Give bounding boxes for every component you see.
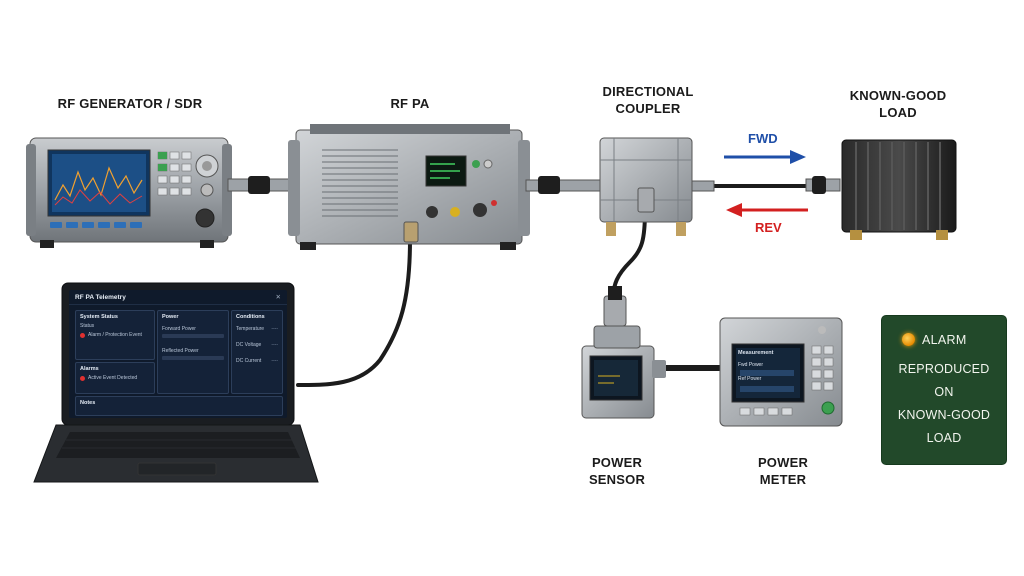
meter-screen-ref: Ref Power: [738, 376, 762, 382]
connector-pa-coupler: [525, 176, 601, 194]
label-power-sensor: POWER SENSOR: [572, 454, 662, 488]
conditions-heading: Conditions: [236, 314, 265, 320]
alarm-led-icon: [902, 333, 915, 346]
active-alarm-dot-icon: [80, 375, 85, 381]
rev-arrow: [726, 203, 808, 217]
alarm-text-lines: REPRODUCED ON KNOWN-GOOD LOAD: [882, 358, 1006, 450]
alarms-heading: Alarms: [80, 366, 99, 372]
label-meter-line2: METER: [759, 472, 807, 487]
dc-voltage-label: DC Voltage: [236, 342, 262, 348]
power-sensor-device: [581, 286, 666, 419]
label-coupler-line2: COUPLER: [615, 101, 681, 116]
notes-heading: Notes: [80, 400, 96, 406]
dc-current-value: ----: [271, 358, 278, 364]
reflected-power-label: Reflected Power: [162, 348, 199, 354]
close-icon[interactable]: ✕: [275, 294, 281, 301]
temperature-row: Temperature ----: [232, 320, 282, 332]
power-panel: Power Forward Power Reflected Power: [157, 310, 229, 394]
rf-pa-device: [288, 124, 530, 250]
system-status-panel: System Status Status Alarm / Protection …: [75, 310, 155, 360]
alarm-line5: LOAD: [926, 431, 962, 445]
label-directional-coupler: DIRECTIONAL COUPLER: [586, 83, 710, 117]
alarm-line2: REPRODUCED: [898, 362, 990, 376]
label-rf-pa: RF PA: [360, 95, 460, 112]
alarms-value: Active Event Detected: [88, 375, 138, 381]
label-rf-generator: RF GENERATOR / SDR: [40, 95, 220, 112]
alarm-line1: ALARM: [922, 333, 967, 347]
meter-screen-fwd: Fwd Power: [738, 362, 764, 368]
label-coupler-line1: DIRECTIONAL: [602, 84, 694, 99]
fwd-label: FWD: [748, 131, 778, 146]
alarm-callout: ALARM REPRODUCED ON KNOWN-GOOD LOAD: [881, 315, 1007, 465]
dc-current-row: DC Current ----: [232, 348, 282, 364]
connector-gen-pa: [227, 176, 293, 194]
directional-coupler-device: [599, 137, 693, 236]
status-label: Status: [80, 323, 95, 329]
telemetry-window: RF PA Telemetry ✕ System Status Status A…: [69, 290, 287, 418]
fwd-arrow: [724, 150, 806, 164]
meter-screen-title: Measurement: [738, 350, 774, 356]
label-sensor-line1: POWER: [591, 455, 643, 470]
label-power-meter: POWER METER: [738, 454, 828, 488]
power-meter-device: [719, 317, 843, 427]
dc-current-label: DC Current: [236, 358, 262, 364]
status-row: Alarm / Protection Event: [76, 329, 154, 338]
meter-screen: Measurement Fwd Power Ref Power: [738, 350, 798, 382]
label-sensor-line2: SENSOR: [588, 472, 646, 487]
temperature-value: ----: [271, 326, 278, 332]
forward-power-label: Forward Power: [162, 326, 196, 332]
dc-voltage-value: ----: [271, 342, 278, 348]
label-rf-generator-text: RF GENERATOR / SDR: [57, 96, 203, 111]
alarm-line4: KNOWN-GOOD: [897, 408, 991, 422]
rf-generator-device: [26, 137, 232, 248]
power-heading: Power: [162, 314, 179, 320]
label-meter-line1: POWER: [757, 455, 809, 470]
alarm-dot-icon: [80, 332, 85, 338]
label-load-line2: LOAD: [879, 105, 917, 120]
telemetry-titlebar: RF PA Telemetry ✕: [69, 290, 287, 305]
reflected-power-bar: [162, 356, 224, 360]
dc-voltage-row: DC Voltage ----: [232, 332, 282, 348]
alarms-panel: Alarms Active Event Detected: [75, 362, 155, 394]
system-status-heading: System Status: [80, 314, 118, 320]
connector-coupler-load: [691, 176, 841, 194]
forward-power-bar: [162, 334, 224, 338]
alarm-line3: ON: [934, 385, 954, 399]
status-value: Alarm / Protection Event: [88, 332, 142, 338]
label-known-good-load: KNOWN-GOOD LOAD: [836, 87, 960, 121]
rev-label: REV: [755, 220, 782, 235]
known-good-load-device: [841, 139, 957, 240]
temperature-label: Temperature: [236, 326, 265, 332]
telemetry-title: RF PA Telemetry: [75, 293, 126, 301]
notes-panel: Notes: [75, 396, 283, 416]
conditions-panel: Conditions Temperature ---- DC Voltage -…: [231, 310, 283, 394]
alarms-row: Active Event Detected: [76, 372, 154, 381]
label-rf-pa-text: RF PA: [390, 96, 430, 111]
label-load-line1: KNOWN-GOOD: [849, 88, 947, 103]
